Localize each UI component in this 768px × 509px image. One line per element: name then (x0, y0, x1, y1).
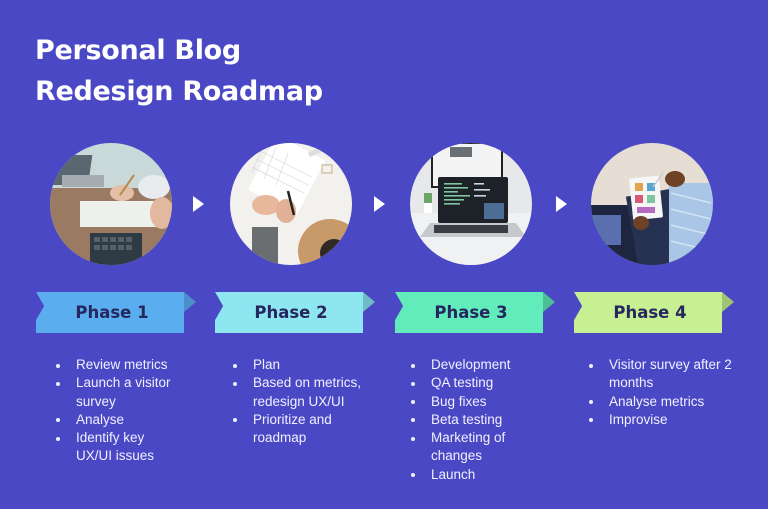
list-item: Analyse metrics (587, 393, 737, 411)
list-item: Visitor survey after 2 months (587, 356, 737, 393)
phase-3-task-list: Development QA testing Bug fixes Beta te… (409, 356, 537, 484)
list-item: Prioritize and roadmap (231, 411, 371, 448)
page-title: Personal Blog Redesign Roadmap (35, 30, 323, 112)
arrow-right-icon (556, 196, 567, 212)
arrow-right-icon (193, 196, 204, 212)
phase-2-label: Phase 2 (254, 303, 328, 322)
list-item: Marketing of changes (409, 429, 537, 466)
list-item: Identify key UX/UI issues (54, 429, 184, 466)
list-item: Bug fixes (409, 393, 537, 411)
list-item: Analyse (54, 411, 184, 429)
list-item: Review metrics (54, 356, 184, 374)
list-item: Development (409, 356, 537, 374)
laptop-code-screen-photo-icon (410, 143, 532, 265)
list-item: Based on metrics, redesign UX/UI (231, 374, 371, 411)
notebook-sketching-photo-icon (230, 143, 352, 265)
phase-4-label: Phase 4 (613, 303, 687, 322)
phase-2-task-list: Plan Based on metrics, redesign UX/UI Pr… (231, 356, 371, 447)
list-item: QA testing (409, 374, 537, 392)
arrow-right-icon (374, 196, 385, 212)
phase-3-label: Phase 3 (434, 303, 508, 322)
title-line-1: Personal Blog (35, 35, 241, 66)
laptop-desk-planning-photo-icon (50, 143, 172, 265)
tablet-analytics-photo-icon (591, 143, 713, 265)
list-item: Beta testing (409, 411, 537, 429)
title-line-2: Redesign Roadmap (35, 76, 323, 107)
list-item: Launch a visitor survey (54, 374, 184, 411)
list-item: Launch (409, 466, 537, 484)
phase-4-task-list: Visitor survey after 2 months Analyse me… (587, 356, 737, 429)
phase-1-task-list: Review metrics Launch a visitor survey A… (54, 356, 184, 466)
phase-1-label: Phase 1 (75, 303, 149, 322)
list-item: Plan (231, 356, 371, 374)
list-item: Improvise (587, 411, 737, 429)
